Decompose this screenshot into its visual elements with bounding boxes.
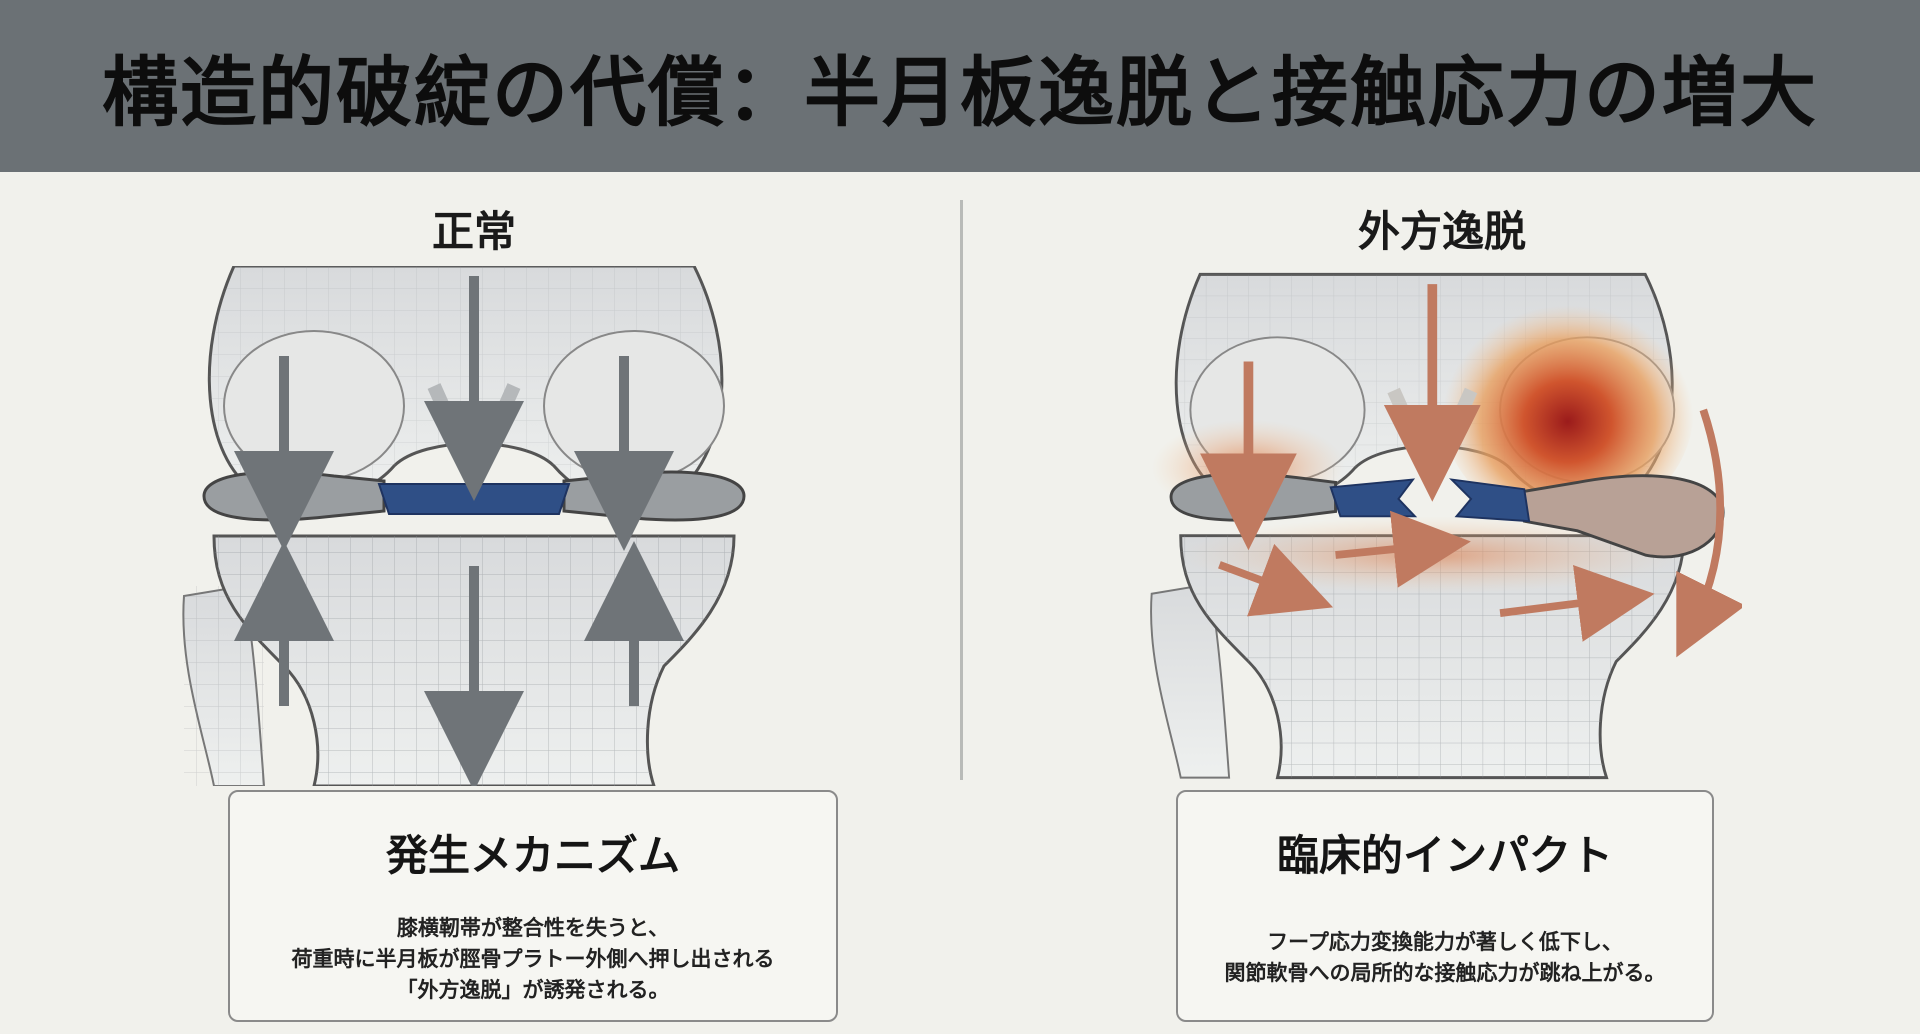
shear-arrow: [1499, 564, 1655, 642]
lateral-meniscus: [562, 470, 746, 522]
impact-line: 関節軟骨への局所的な接触応力が跳ね上がる。: [1224, 961, 1666, 985]
panel-divider: [960, 200, 963, 780]
medial-meniscus: [202, 470, 386, 522]
mechanism-line: 「外方逸脱」が誘発される。: [396, 978, 670, 1002]
page-title: 構造的破綻の代償：半月板逸脱と接触応力の増大: [102, 48, 1818, 137]
extrusion-knee-illustration: [1150, 272, 1742, 780]
mechanism-card-title: 発生メカニズム: [385, 831, 680, 880]
shear-arrow: [1335, 510, 1471, 588]
clinical-impact-card: 臨床的インパクト フープ応力変換能力が著しく低下し、 関節軟骨への局所的な接触応…: [1176, 790, 1714, 1022]
mechanism-card: 発生メカニズム 膝横靭帯が整合性を失うと、 荷重時に半月板が脛骨プラトー外側へ押…: [228, 790, 838, 1022]
normal-knee-illustration: [182, 266, 746, 786]
torn-ligament-left: [1329, 478, 1418, 518]
normal-label: 正常: [431, 207, 516, 256]
shear-arrow: [1218, 543, 1334, 617]
title-bar: 構造的破綻の代償：半月板逸脱と接触応力の増大: [0, 0, 1920, 172]
mechanism-line: 膝横靭帯が整合性を失うと、: [396, 916, 670, 940]
stress-hotspot: [1442, 293, 1694, 526]
mechanism-line: 荷重時に半月板が脛骨プラトー外側へ押し出される: [291, 947, 775, 971]
clinical-impact-card-title: 臨床的インパクト: [1276, 831, 1613, 880]
extrusion-label: 外方逸脱: [1357, 207, 1526, 256]
fibula: [1150, 582, 1231, 779]
extrusion-arrow: [1676, 408, 1742, 658]
impact-line: フープ応力変換能力が著しく低下し、: [1267, 930, 1623, 954]
